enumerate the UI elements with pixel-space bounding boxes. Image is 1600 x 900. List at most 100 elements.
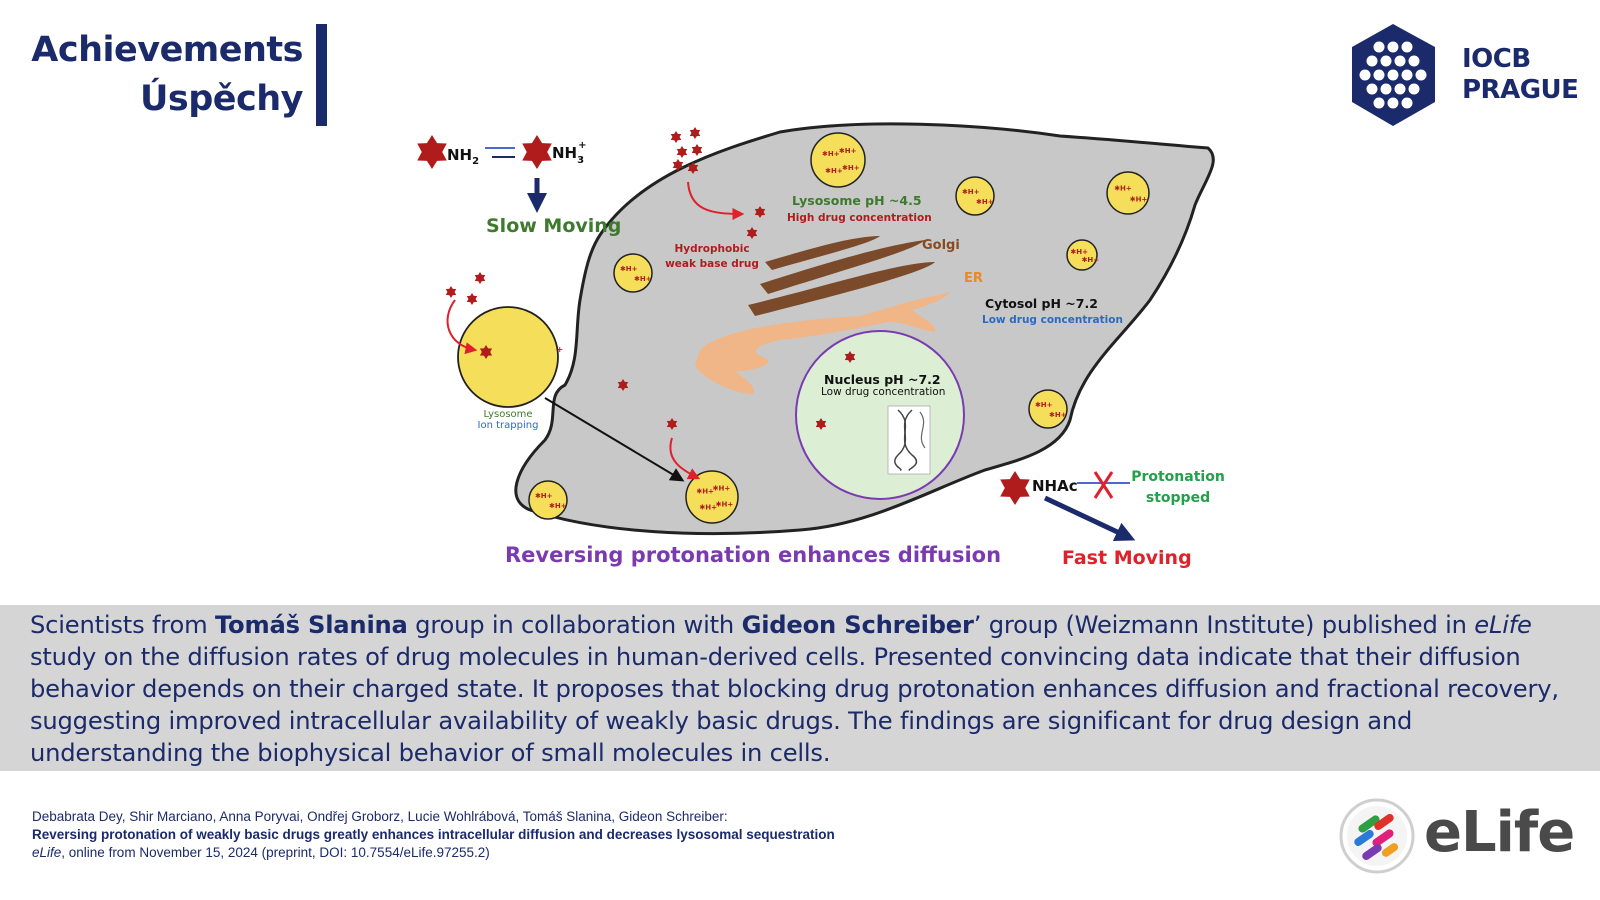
proton-label: ✱H+ [716, 501, 734, 509]
iocb-dot [1387, 41, 1399, 53]
golgi-stack [748, 236, 935, 316]
proton-label: ✱H+ [976, 198, 994, 206]
citation-authors: Debabrata Dey, Shir Marciano, Anna Poryv… [32, 809, 728, 824]
iocb-dot [1401, 97, 1413, 109]
nhac-label: NHAc [1032, 477, 1078, 495]
iocb-logo-icon [1352, 24, 1435, 126]
er-label: ER [964, 271, 983, 286]
iocb-dot [1415, 69, 1427, 81]
drug-molecule-icon [676, 146, 688, 158]
fast-moving-label: Fast Moving [1062, 547, 1192, 569]
drug-molecule-icon [670, 131, 682, 143]
header-line-uspechy: Úspěchy [139, 79, 304, 119]
header-line-achievements: Achievements [31, 30, 303, 70]
lysosome-left-label: Lysosome [483, 409, 532, 420]
cell-membrane [514, 122, 1215, 536]
amine-right-label: NH3+ [552, 140, 586, 166]
author-name-schreiber: Gideon Schreiber [741, 611, 974, 639]
proton-label: ✱H+ [535, 492, 553, 500]
lysosome [1066, 239, 1098, 271]
iocb-dot [1401, 69, 1413, 81]
proton-label: ✱H+ [1049, 411, 1067, 419]
iocb-dot [1380, 83, 1392, 95]
proton-label: ✱H+ [962, 188, 980, 196]
lysosome-top-label: Lysosome pH ~4.5 [792, 193, 922, 208]
iocb-dot [1408, 55, 1420, 67]
proton-label: ✱H+ [1070, 248, 1088, 256]
proton-label: ✱H+ [822, 150, 840, 158]
citation: Debabrata Dey, Shir Marciano, Anna Poryv… [32, 808, 1132, 862]
header-title: Achievements Úspěchy [3, 26, 303, 124]
lysosome [1028, 389, 1068, 429]
citation-details: eLife, online from November 15, 2024 (pr… [32, 845, 490, 860]
elife-logo-text: eLife [1424, 800, 1575, 865]
drug-molecule-icon [691, 144, 703, 156]
lysosome [613, 253, 653, 293]
proton-label: ✱H+ [699, 504, 717, 512]
proton-label: ✱H+ [842, 164, 860, 172]
header-accent-bar [316, 24, 327, 126]
drug-molecule-icon [474, 272, 486, 284]
proton-label: ✱H+ [1114, 185, 1132, 193]
lysosome [955, 176, 995, 216]
iocb-dot [1394, 55, 1406, 67]
cell-diagram: ✱H+✱H+✱H+✱H+✱H+✱H+✱H+✱H+✱H+✱H+✱H+✱H+✱H+✱… [417, 122, 1225, 569]
iocb-dot [1387, 97, 1399, 109]
lysosome [685, 470, 739, 524]
dna-image [887, 405, 931, 475]
drug-molecule-icon [445, 286, 457, 298]
iocb-dot [1408, 83, 1420, 95]
iocb-dot [1373, 69, 1385, 81]
elife-logo-icon [1339, 798, 1415, 874]
iocb-dot [1401, 41, 1413, 53]
amine-star-right [522, 135, 552, 169]
slow-moving-label: Slow Moving [486, 215, 621, 237]
drug-molecule-icon [689, 127, 701, 139]
summary-band [0, 605, 1600, 771]
lysosome [1106, 171, 1150, 215]
golgi-label: Golgi [922, 238, 960, 253]
proton-label: ✱H+ [825, 167, 843, 175]
high-drug-label: High drug concentration [787, 212, 932, 224]
proton-label: ✱H+ [839, 147, 857, 155]
cytosol-label: Cytosol pH ~7.2 [985, 296, 1098, 311]
amine-left-label: NH2 [447, 146, 479, 167]
er-shape [695, 292, 950, 394]
proton-label: ✱H+ [620, 265, 638, 273]
lysosome [810, 132, 866, 188]
author-name-slanina: Tomáš Slanina [214, 611, 408, 639]
drug-molecule-icon [466, 293, 478, 305]
bottom-caption: Reversing protonation enhances diffusion [505, 543, 1001, 567]
lysosome-large [457, 306, 559, 408]
journal-name: eLife [1474, 611, 1532, 639]
iocb-logo-text: IOCB PRAGUE [1462, 44, 1579, 106]
iocb-logo-line1: IOCB [1462, 44, 1531, 74]
proton-label: ✱H+ [713, 484, 731, 492]
proton-label: ✱H+ [549, 502, 567, 510]
nucleus-label: Nucleus pH ~7.2 [824, 372, 941, 387]
protonation-stopped-2: stopped [1146, 490, 1210, 506]
iocb-dot [1373, 41, 1385, 53]
proton-label: ✱H+ [1082, 256, 1100, 264]
proton-label: ✱H+ [1035, 401, 1053, 409]
cytosol-low-drug-label: Low drug concentration [982, 314, 1123, 326]
citation-title: Reversing protonation of weakly basic dr… [32, 827, 835, 842]
iocb-dot [1366, 55, 1378, 67]
proton-label: ✱H+ [634, 275, 652, 283]
nhac-star [1000, 471, 1030, 505]
iocb-dot [1359, 69, 1371, 81]
proton-label: ✱H+ [696, 487, 714, 495]
protonation-stopped-1: Protonation [1131, 469, 1225, 485]
nucleus-low-drug-label: Low drug concentration [821, 386, 945, 398]
hydrophobic-label-2: weak base drug [665, 258, 759, 270]
iocb-dot [1366, 83, 1378, 95]
iocb-dot [1380, 55, 1392, 67]
ion-trapping-label: Ion trapping [478, 420, 539, 431]
iocb-logo-line2: PRAGUE [1462, 75, 1579, 105]
proton-label: ✱H+ [1130, 195, 1148, 203]
lysosome [528, 480, 568, 520]
amine-star-left [417, 135, 447, 169]
hydrophobic-label-1: Hydrophobic [674, 243, 749, 255]
summary-text: Scientists from Tomáš Slanina group in c… [30, 611, 1559, 767]
iocb-dot [1387, 69, 1399, 81]
